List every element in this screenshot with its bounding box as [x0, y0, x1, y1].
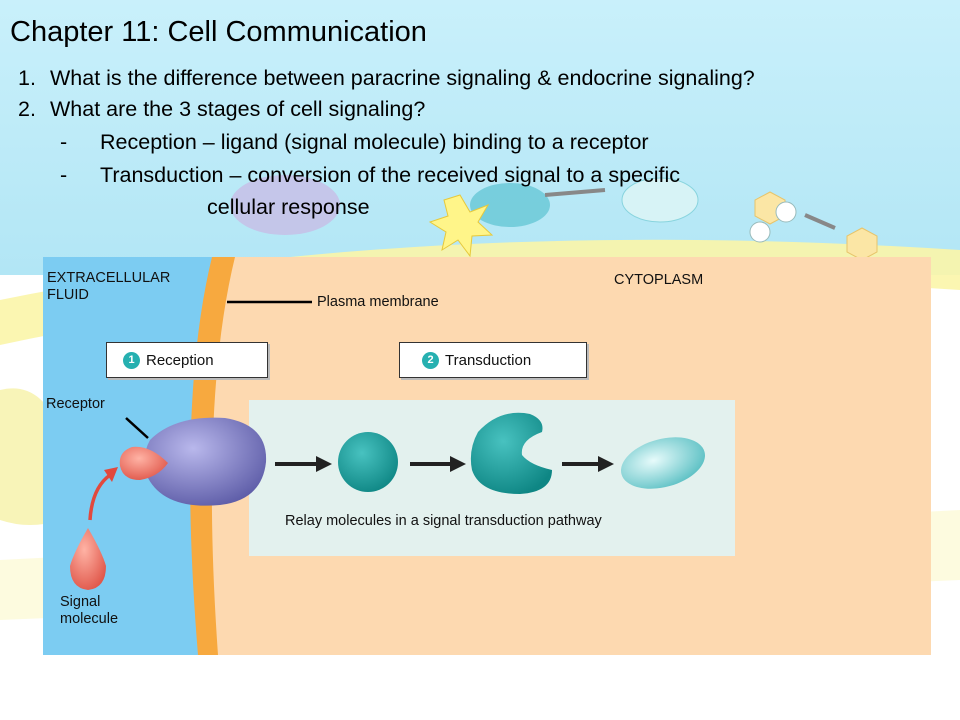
- cytoplasm-label: CYTOPLASM: [614, 272, 704, 288]
- step-reception-box: 1 Reception: [106, 342, 268, 378]
- question-1-number: 1.: [18, 66, 36, 90]
- step-2-label: Transduction: [445, 351, 532, 369]
- question-2-number: 2.: [18, 97, 36, 121]
- signal-molecule-label: Signal molecule: [60, 594, 119, 628]
- bound-signal-shape: [119, 446, 168, 480]
- bullet-continuation: cellular response: [207, 195, 370, 219]
- receptor-shape: [144, 417, 267, 506]
- signal-molecule-shape: [70, 528, 106, 590]
- bullet-reception-text: Reception – ligand (signal molecule) bin…: [100, 130, 649, 154]
- step-1-label: Reception: [146, 351, 214, 369]
- relay-molecule-1: [338, 432, 398, 492]
- question-1: 1. What is the difference between paracri…: [18, 66, 755, 91]
- relay-molecule-3: [621, 437, 705, 489]
- relay-molecule-2: [470, 412, 552, 494]
- slide-title: Chapter 11: Cell Communication: [10, 16, 427, 48]
- extracellular-label: EXTRACELLULAR FLUID: [47, 270, 171, 304]
- bullet-transduction: - Transduction – conversion of the receiv…: [60, 163, 680, 188]
- bullet-dash: -: [60, 163, 68, 187]
- receptor-label: Receptor: [46, 396, 105, 412]
- step-2-badge: 2: [422, 351, 439, 369]
- question-2: 2. What are the 3 stages of cell signalin…: [18, 97, 425, 122]
- step-transduction-box: 2 Transduction: [399, 342, 587, 378]
- bullet-transduction-text: Transduction – conversion of the receive…: [100, 163, 681, 187]
- relay-molecules-label: Relay molecules in a signal transduction…: [285, 513, 602, 529]
- plasma-membrane-label: Plasma membrane: [317, 294, 439, 310]
- pathway-arrows: [275, 456, 614, 472]
- step-1-badge: 1: [123, 351, 140, 369]
- question-2-text: What are the 3 stages of cell signaling?: [50, 97, 426, 121]
- bullet-dash: -: [60, 130, 68, 154]
- question-1-text: What is the difference between paracrine…: [50, 66, 755, 90]
- bullet-reception: - Reception – ligand (signal molecule) bi…: [60, 130, 649, 155]
- bg-star-icon: [428, 194, 494, 258]
- bg-blob: [230, 175, 340, 235]
